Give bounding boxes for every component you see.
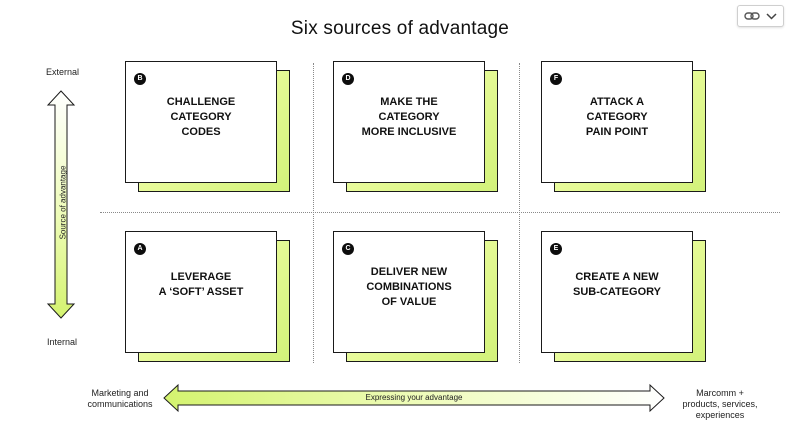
card-badge: F xyxy=(550,73,562,85)
card-face: B Challengecategorycodes xyxy=(125,61,277,183)
card-badge: B xyxy=(134,73,146,85)
card-label: Attack acategorypain point xyxy=(585,96,649,138)
axis-left-label: Marketing and communications xyxy=(87,388,153,409)
chevron-down-icon[interactable] xyxy=(766,11,777,21)
card-label: Deliver newcombinationsof value xyxy=(366,266,452,308)
card-face: C Deliver newcombinationsof value xyxy=(333,231,485,353)
card-label: Create a newsub-category xyxy=(573,271,661,298)
link-control[interactable] xyxy=(737,5,784,27)
card-face: D Make thecategorymore inclusive xyxy=(333,61,485,183)
card-face: A Leveragea ‘soft’ asset xyxy=(125,231,277,353)
horizontal-double-arrow xyxy=(163,383,665,413)
vertical-double-arrow xyxy=(46,90,76,319)
card-badge: A xyxy=(134,243,146,255)
horizontal-axis-label: Expressing your advantage xyxy=(365,393,463,402)
card-label: Challengecategorycodes xyxy=(166,96,236,138)
column-divider-2 xyxy=(519,63,520,363)
page-title: Six sources of advantage xyxy=(290,18,510,39)
column-divider-1 xyxy=(313,63,314,363)
axis-right-label: Marcomm + products, services, experience… xyxy=(682,388,758,420)
card-badge: C xyxy=(342,243,354,255)
card-label: Leveragea ‘soft’ asset xyxy=(158,271,244,298)
axis-top-label: External xyxy=(46,67,80,77)
card-face: F Attack acategorypain point xyxy=(541,61,693,183)
card-badge: E xyxy=(550,243,562,255)
vertical-axis-label: Source of advantage xyxy=(58,165,68,240)
card-face: E Create a newsub-category xyxy=(541,231,693,353)
link-icon[interactable] xyxy=(744,10,760,22)
axis-bottom-label: Internal xyxy=(47,337,78,347)
row-divider xyxy=(100,212,780,213)
card-badge: D xyxy=(342,73,354,85)
card-label: Make thecategorymore inclusive xyxy=(361,96,457,138)
